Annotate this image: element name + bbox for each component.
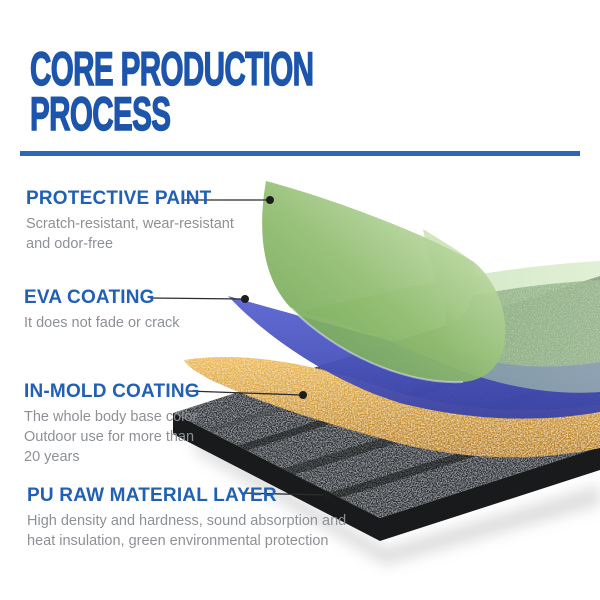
leader-line-pu-layer — [241, 492, 326, 496]
section-eva-coating: EVA COATING It does not fade or crack — [24, 287, 180, 333]
page-title-line1: CORE PRODUCTION — [30, 42, 315, 95]
leader-line-in-mold-coating — [187, 390, 302, 396]
description-line: It does not fade or crack — [24, 315, 180, 331]
description-line: Outdoor use for more than — [24, 429, 195, 445]
layer-label: PU RAW MATERIAL LAYER — [27, 485, 277, 506]
layer-label: IN-MOLD COATING — [24, 381, 200, 402]
leader-dot-in-mold-coating — [299, 391, 307, 399]
layer-description: It does not fade or crack — [24, 313, 180, 333]
page-title-line2: PROCESS — [30, 87, 172, 140]
leader-dot-pu-layer — [323, 491, 331, 499]
description-line: The whole body base color — [24, 409, 198, 425]
protective-paint-flap — [262, 181, 506, 383]
section-protective-paint: PROTECTIVE PAINT Scratch-resistant, wear… — [26, 188, 234, 254]
leader-dots — [241, 196, 331, 499]
layer-label: PROTECTIVE PAINT — [26, 188, 212, 209]
slab-shadow — [195, 435, 600, 565]
layer-description: The whole body base color Outdoor use fo… — [24, 407, 200, 467]
flap-edge-highlight — [290, 307, 464, 384]
leader-dot-eva-coating — [241, 295, 249, 303]
description-line: 20 years — [24, 449, 80, 465]
layer-description: High density and hardness, sound absorpt… — [27, 511, 346, 551]
leader-dot-protective-paint — [266, 196, 274, 204]
title-underline — [20, 151, 580, 156]
description-line: and odor-free — [26, 236, 114, 252]
page-title: CORE PRODUCTION PROCESS — [30, 42, 480, 140]
in-mold-coating-sheet — [184, 356, 600, 458]
pu-slab-side — [173, 413, 600, 541]
section-pu-raw-material-layer: PU RAW MATERIAL LAYER High density and h… — [27, 485, 346, 551]
layer-label: EVA COATING — [24, 287, 155, 308]
description-line: Scratch-resistant, wear-resistant — [26, 216, 234, 232]
section-in-mold-coating: IN-MOLD COATING The whole body base colo… — [24, 381, 200, 467]
layer-description: Scratch-resistant, wear-resistant and od… — [26, 214, 234, 254]
description-line: heat insulation, green environmental pro… — [27, 533, 329, 549]
description-line: High density and hardness, sound absorpt… — [27, 513, 347, 529]
leader-line-eva-coating — [149, 297, 244, 300]
leader-lines — [149, 199, 326, 496]
